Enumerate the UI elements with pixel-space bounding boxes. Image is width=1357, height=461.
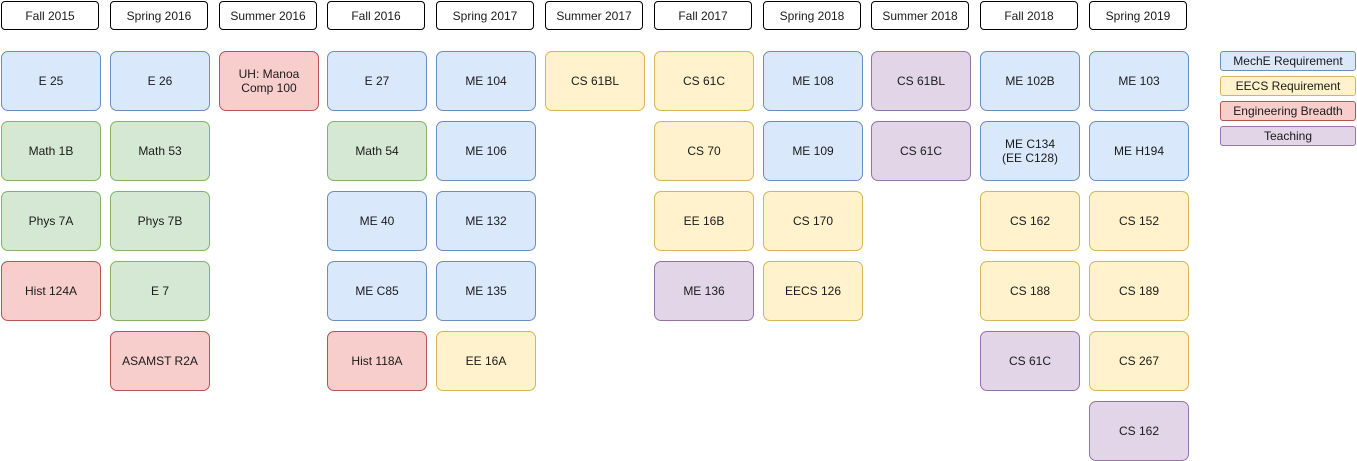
course-box: CS 162 xyxy=(1089,401,1189,461)
semester-header: Fall 2016 xyxy=(327,1,425,30)
course-box: CS 61C xyxy=(980,331,1080,391)
semester-header: Summer 2017 xyxy=(545,1,643,30)
course-box: ME 132 xyxy=(436,191,536,251)
course-box: UH: Manoa Comp 100 xyxy=(219,51,319,111)
course-box: ME 135 xyxy=(436,261,536,321)
course-box: EE 16B xyxy=(654,191,754,251)
semester-header: Fall 2018 xyxy=(980,1,1078,30)
course-box: CS 61C xyxy=(871,121,971,181)
course-box: ME 106 xyxy=(436,121,536,181)
course-box: ME 40 xyxy=(327,191,427,251)
course-box: Math 53 xyxy=(110,121,210,181)
course-box: CS 267 xyxy=(1089,331,1189,391)
course-box: Math 54 xyxy=(327,121,427,181)
course-box: E 25 xyxy=(1,51,101,111)
course-box: ME 102B xyxy=(980,51,1080,111)
course-box: EE 16A xyxy=(436,331,536,391)
course-box: Phys 7B xyxy=(110,191,210,251)
legend-item-eecs: EECS Requirement xyxy=(1220,76,1356,96)
course-box: E 26 xyxy=(110,51,210,111)
course-box: E 27 xyxy=(327,51,427,111)
course-box: CS 61BL xyxy=(545,51,645,111)
course-box: ME C134 (EE C128) xyxy=(980,121,1080,181)
course-box: ME 108 xyxy=(763,51,863,111)
legend-item-engb: Engineering Breadth xyxy=(1220,101,1356,121)
semester-header: Fall 2015 xyxy=(1,1,99,30)
semester-header: Spring 2017 xyxy=(436,1,534,30)
course-box: CS 61BL xyxy=(871,51,971,111)
course-box: ME H194 xyxy=(1089,121,1189,181)
semester-header: Spring 2019 xyxy=(1089,1,1187,30)
course-box: CS 70 xyxy=(654,121,754,181)
course-box: CS 189 xyxy=(1089,261,1189,321)
course-box: Math 1B xyxy=(1,121,101,181)
course-box: ME 109 xyxy=(763,121,863,181)
course-box: Hist 124A xyxy=(1,261,101,321)
course-box: ME C85 xyxy=(327,261,427,321)
legend-item-teach: Teaching xyxy=(1220,126,1356,146)
semester-header: Summer 2018 xyxy=(871,1,969,30)
course-box: CS 170 xyxy=(763,191,863,251)
course-box: ME 104 xyxy=(436,51,536,111)
semester-header: Summer 2016 xyxy=(219,1,317,30)
course-box: Hist 118A xyxy=(327,331,427,391)
course-box: Phys 7A xyxy=(1,191,101,251)
course-box: CS 61C xyxy=(654,51,754,111)
course-box: ME 103 xyxy=(1089,51,1189,111)
course-box: E 7 xyxy=(110,261,210,321)
course-box: CS 188 xyxy=(980,261,1080,321)
course-box: EECS 126 xyxy=(763,261,863,321)
course-box: CS 162 xyxy=(980,191,1080,251)
course-box: ASAMST R2A xyxy=(110,331,210,391)
semester-header: Spring 2016 xyxy=(110,1,208,30)
semester-header: Fall 2017 xyxy=(654,1,752,30)
course-box: ME 136 xyxy=(654,261,754,321)
semester-header: Spring 2018 xyxy=(763,1,861,30)
course-box: CS 152 xyxy=(1089,191,1189,251)
legend-item-meche: MechE Requirement xyxy=(1220,51,1356,71)
